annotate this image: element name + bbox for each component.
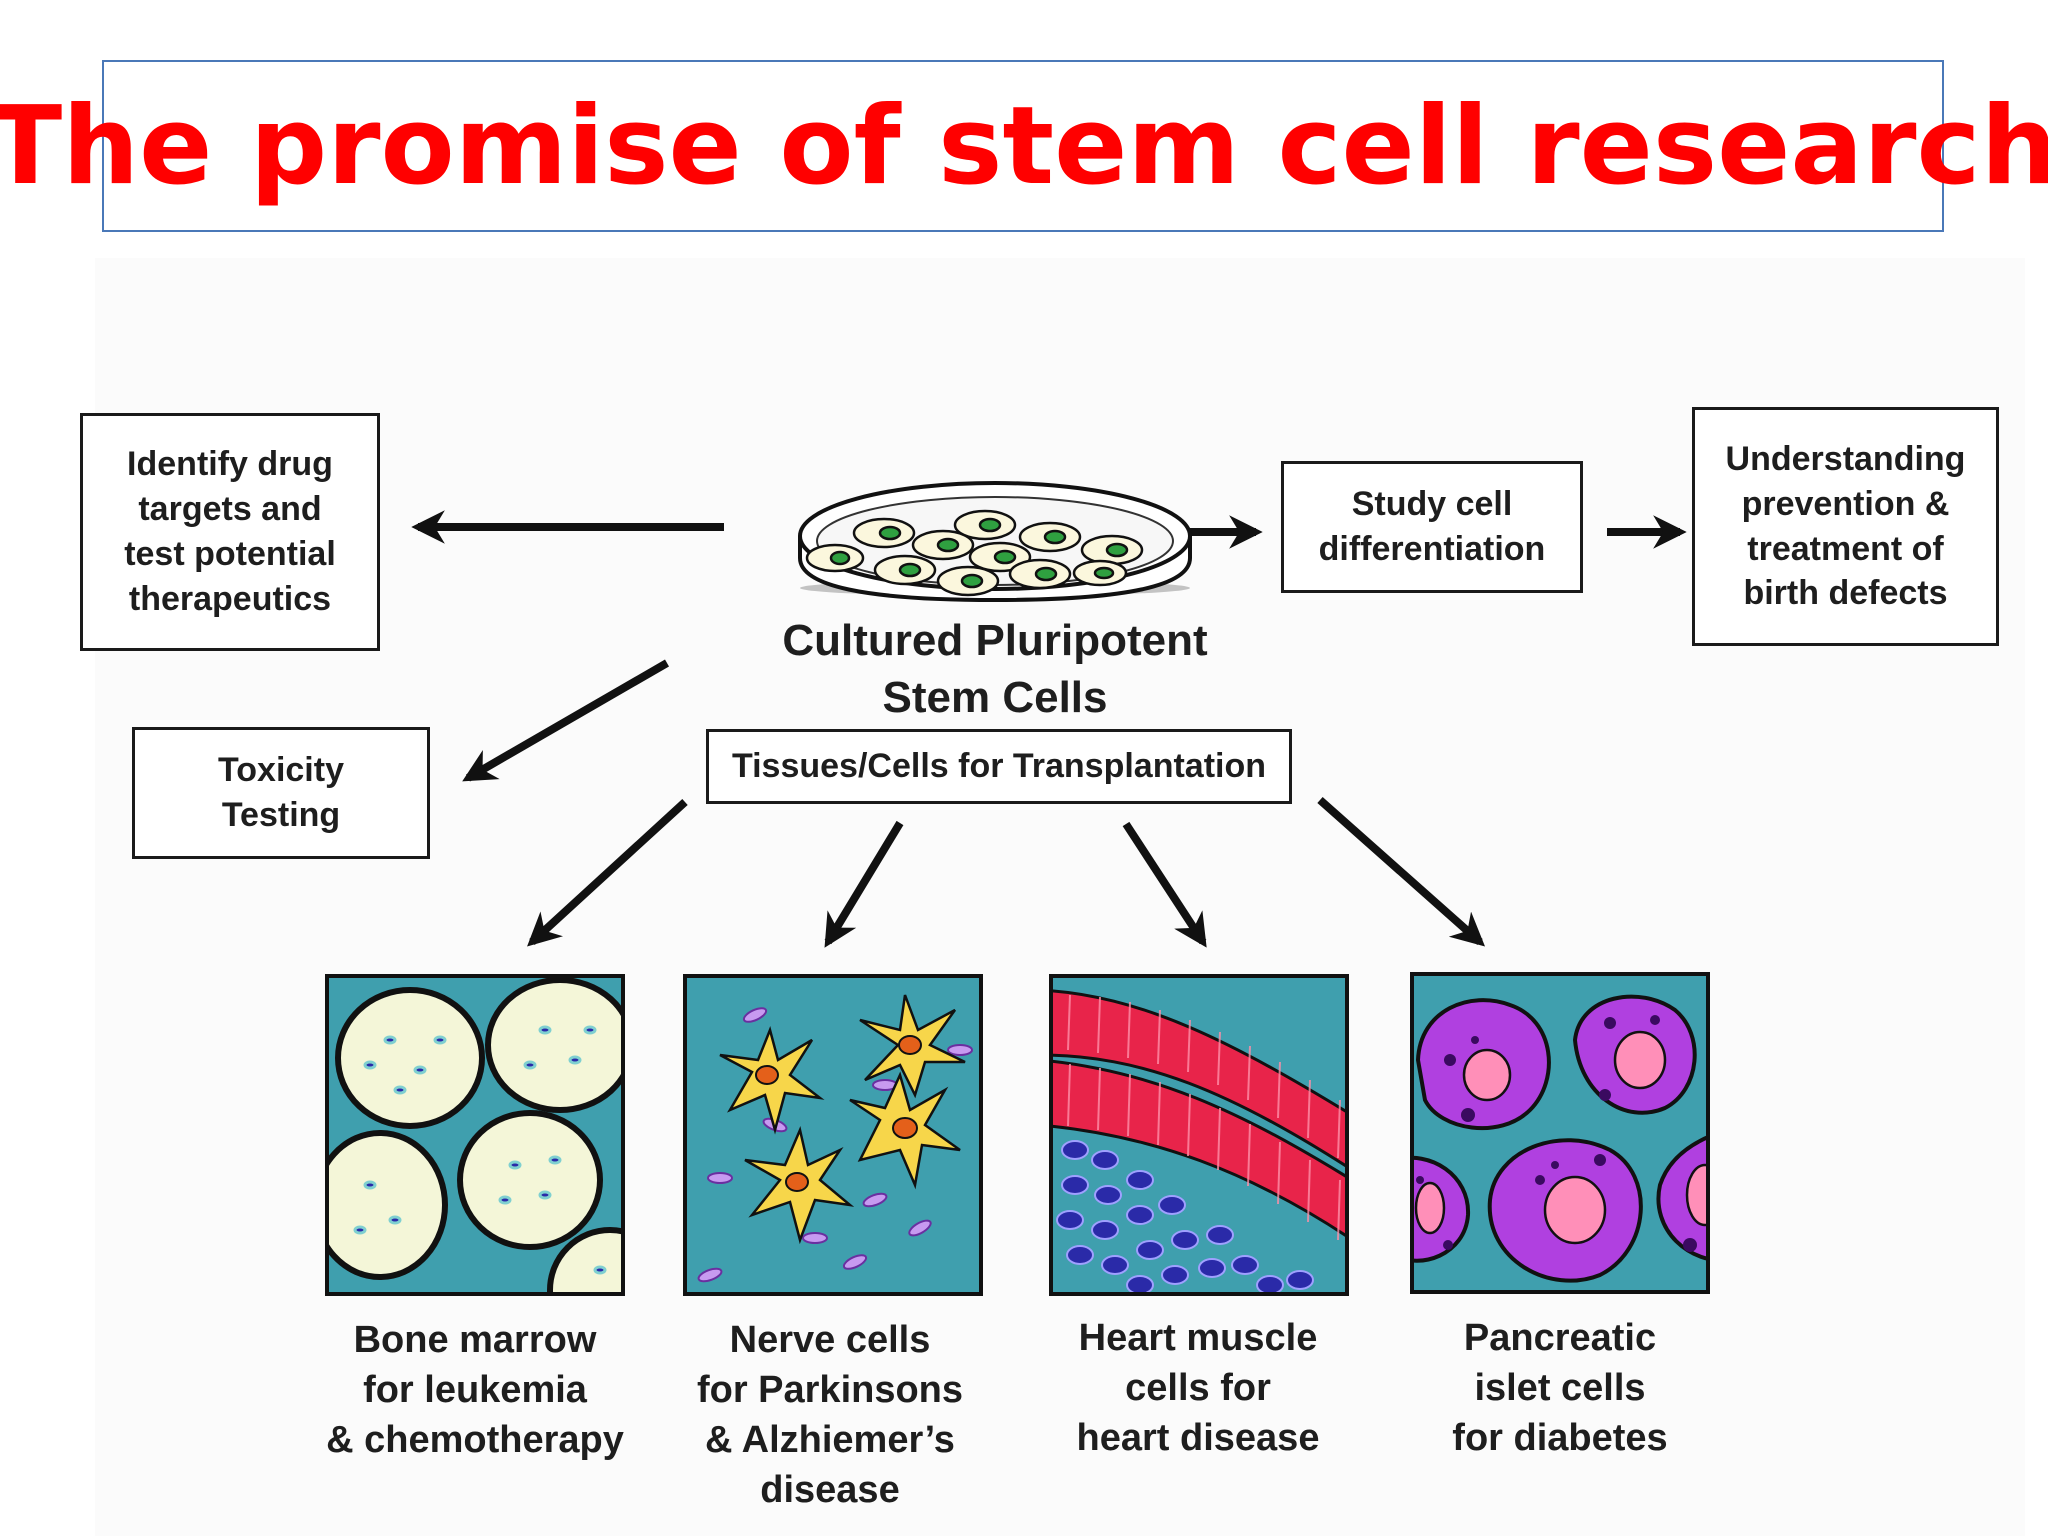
transplantation-box: Tissues/Cells for Transplantation: [706, 729, 1292, 804]
arrow-to-toxicity: [462, 659, 670, 782]
toxicity-testing-box: Toxicity Testing: [132, 727, 430, 859]
cultured-stem-cells-label: Cultured Pluripotent Stem Cells: [782, 616, 1208, 723]
heart-muscle-panel: [1049, 974, 1349, 1296]
page-title: The promise of stem cell research: [0, 83, 2048, 209]
title-frame: The promise of stem cell research: [0, 60, 2048, 232]
pancreatic-islet-label: Pancreatic islet cells for diabetes: [1452, 1317, 1668, 1460]
arrow-to-nerve-cells: [824, 820, 904, 948]
nerve-cells-panel: [683, 974, 983, 1296]
study-differentiation-box: Study cell differentiation: [1281, 461, 1583, 593]
petri-dish-icon: [798, 481, 1192, 603]
pancreatic-islet-panel: [1410, 972, 1710, 1294]
bone-marrow-label: Bone marrow for leukemia & chemotherapy: [326, 1319, 624, 1462]
arrow-to-bone-marrow: [527, 799, 688, 947]
drug-targets-box: Identify drug targets and test potential…: [80, 413, 380, 651]
bone-marrow-panel: [325, 974, 625, 1296]
birth-defects-box: Understanding prevention & treatment of …: [1692, 407, 1999, 646]
arrow-to-heart-muscle: [1122, 821, 1207, 948]
heart-muscle-label: Heart muscle cells for heart disease: [1076, 1317, 1320, 1460]
arrow-to-pancreatic: [1317, 797, 1486, 947]
nerve-cells-label: Nerve cells for Parkinsons & Alzhiemer’s…: [696, 1319, 964, 1512]
